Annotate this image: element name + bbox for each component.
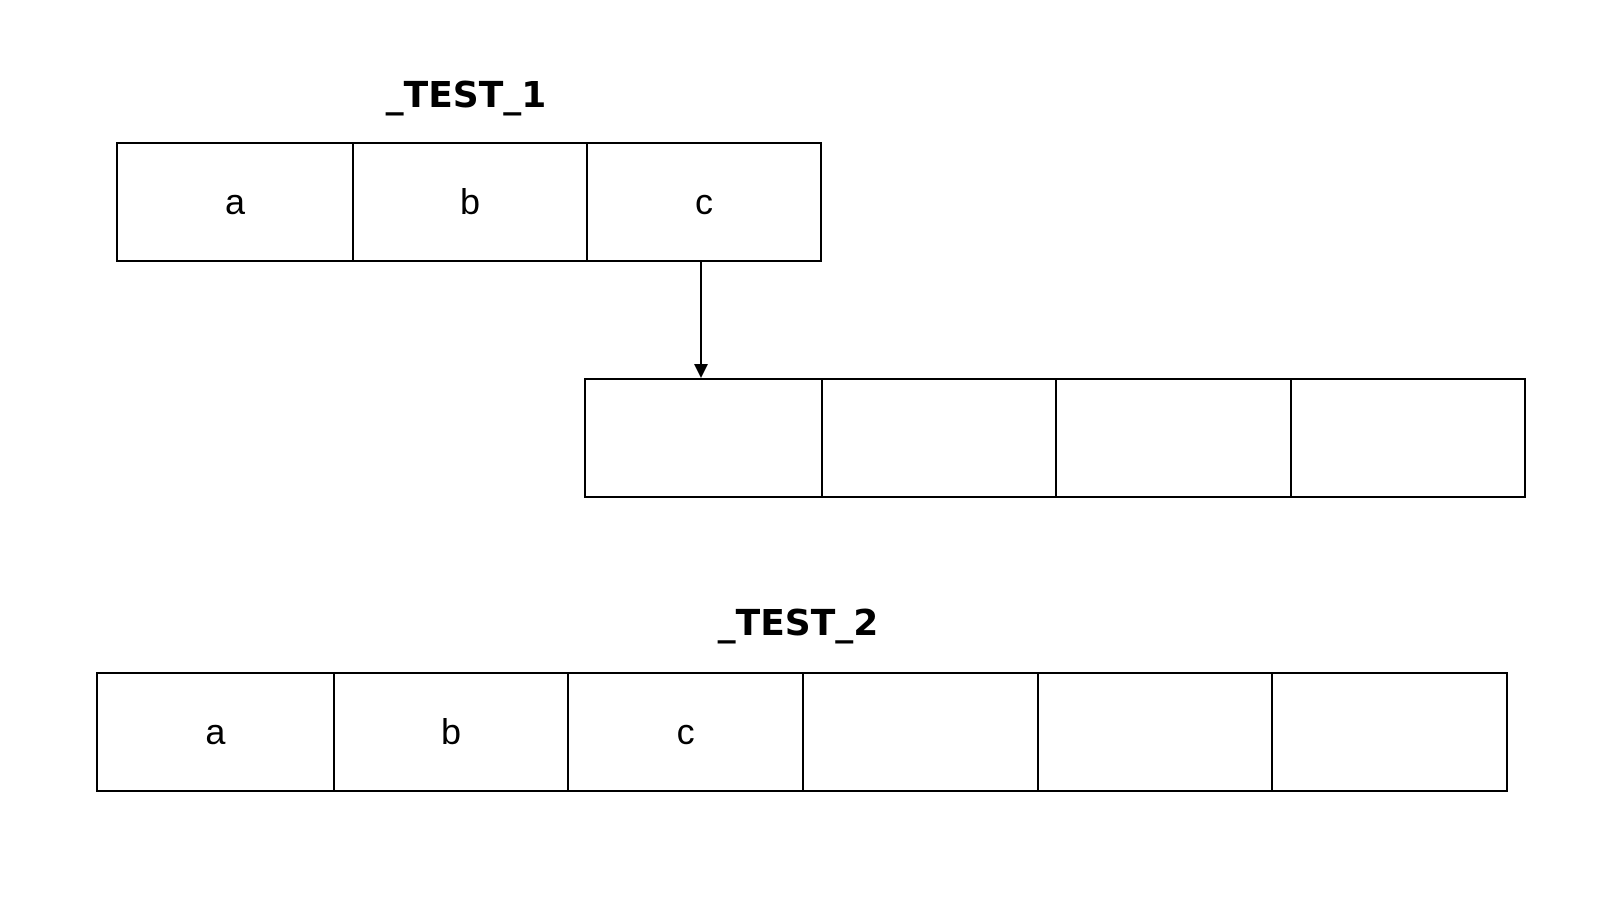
test2-cell-b: b [332, 674, 568, 790]
pointer-arrow-head [694, 364, 708, 378]
test1-title: _TEST_1 [385, 75, 547, 116]
test2-title: _TEST_2 [717, 603, 879, 644]
test2-cell-empty [802, 674, 1037, 790]
pointee-cell [1289, 380, 1525, 496]
pointee-cell [820, 380, 1056, 496]
pointee-array [584, 378, 1526, 498]
pointee-cell [1055, 380, 1290, 496]
test1-array: a b c [116, 142, 822, 262]
test1-cell-b: b [352, 144, 586, 260]
test2-cell-c: c [567, 674, 802, 790]
test1-cell-a: a [224, 181, 246, 222]
test1-cell-c: c [586, 144, 820, 260]
test2-array: a b c [96, 672, 1508, 792]
test2-cell-empty [1036, 674, 1272, 790]
pointee-cell [586, 380, 821, 496]
test2-cell-empty [1271, 674, 1506, 790]
test2-cell-a: a [205, 711, 226, 752]
